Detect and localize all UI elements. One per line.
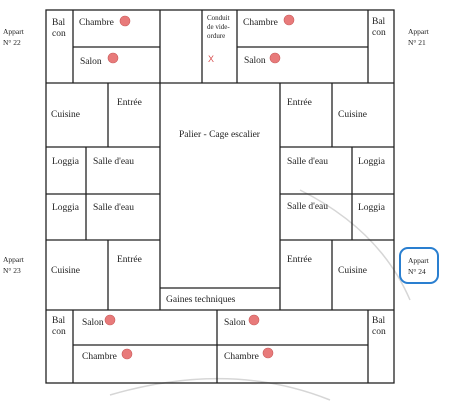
marker-dot — [248, 314, 260, 326]
loggia-left-2-label: Loggia — [52, 203, 80, 213]
salon-bottom-right-label: Salon — [224, 318, 246, 328]
chambre-top-right-label: Chambre — [243, 18, 278, 28]
salle-eau-right-1-label: Salle d'eau — [287, 157, 328, 167]
loggia-right-1-label: Loggia — [358, 157, 386, 167]
entree-bottom-right-label: Entrée — [287, 255, 312, 265]
marker-dot — [262, 347, 274, 359]
chambre-bottom-left-label: Chambre — [82, 352, 117, 362]
scan-artifact — [299, 189, 411, 301]
marker-dot — [104, 314, 116, 326]
building-outline — [45, 9, 395, 384]
marker-dot — [269, 52, 281, 64]
chambre-top-left-label: Chambre — [79, 18, 114, 28]
entree-top-right-label: Entrée — [287, 98, 312, 108]
salle-eau-right-2-label: Salle d'eau — [287, 202, 328, 212]
cuisine-bottom-left-label: Cuisine — [51, 266, 80, 276]
chambre-bottom-right-label: Chambre — [224, 352, 259, 362]
marker-dot — [119, 15, 131, 27]
salle-eau-left-1-label: Salle d'eau — [93, 157, 134, 167]
marker-dot — [121, 348, 133, 360]
scan-artifact — [109, 377, 331, 401]
entree-bottom-left-label: Entrée — [117, 255, 142, 265]
loggia-right-2-label: Loggia — [358, 203, 386, 213]
cuisine-top-left-label: Cuisine — [51, 110, 80, 120]
loggia-left-1-label: Loggia — [52, 157, 80, 167]
salon-top-right-label: Salon — [244, 56, 266, 66]
apartment-24-highlight — [399, 247, 439, 284]
salon-bottom-left-label: Salon — [82, 318, 104, 328]
cuisine-top-right-label: Cuisine — [338, 110, 367, 120]
cuisine-bottom-right-label: Cuisine — [338, 266, 367, 276]
gaines-techniques-label: Gaines techniques — [166, 295, 236, 305]
marker-dot — [283, 14, 295, 26]
x-mark: X — [208, 54, 214, 64]
salle-eau-left-2-label: Salle d'eau — [93, 203, 134, 213]
marker-dot — [107, 52, 119, 64]
salon-top-left-label: Salon — [80, 57, 102, 67]
palier-cage-escalier-label: Palier - Cage escalier — [179, 130, 261, 140]
entree-top-left-label: Entrée — [117, 98, 142, 108]
